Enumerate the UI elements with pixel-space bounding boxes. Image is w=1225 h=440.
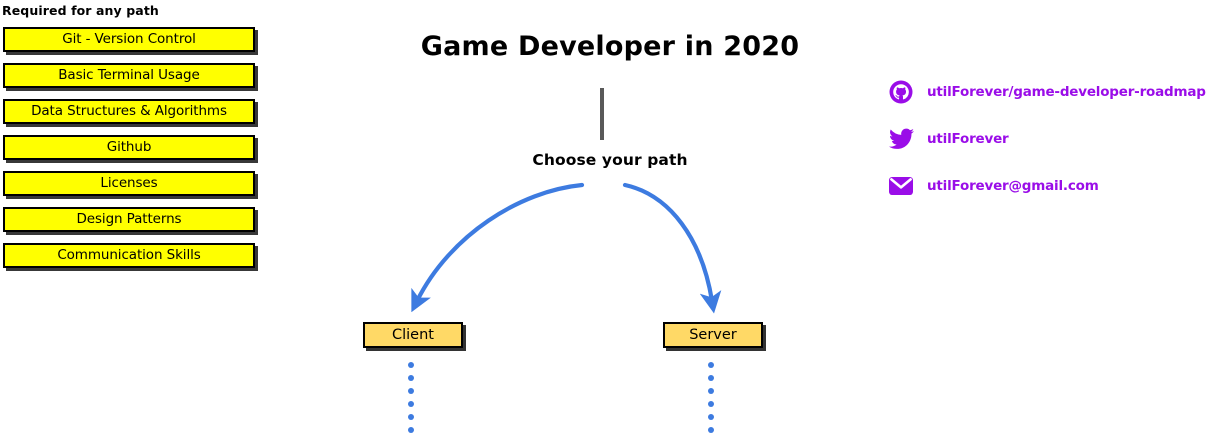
link-row-twitter[interactable]: utilForever <box>888 125 1225 153</box>
required-skill-item-communication-skills[interactable]: Communication Skills <box>3 243 255 268</box>
required-skill-item-github[interactable]: Github <box>3 135 255 160</box>
trail-dot <box>708 401 714 407</box>
arrow-to-server <box>622 182 722 314</box>
trail-dot <box>708 427 714 433</box>
branch-arrows <box>411 182 722 314</box>
github-icon <box>888 79 914 105</box>
required-skill-label: Design Patterns <box>76 210 182 227</box>
required-skill-label: Licenses <box>100 174 158 191</box>
contact-links-section: utilForever/game-developer-roadmap utilF… <box>888 78 1225 219</box>
email-link-text: utilForever@gmail.com <box>927 178 1099 194</box>
required-skill-item-terminal[interactable]: Basic Terminal Usage <box>3 63 255 88</box>
email-icon <box>888 173 914 199</box>
arrow-to-client <box>411 182 585 313</box>
title-stem-connector <box>600 88 604 140</box>
twitter-icon <box>888 126 914 152</box>
twitter-link-text: utilForever <box>927 131 1009 147</box>
trail-dot <box>708 414 714 420</box>
branch-box-label: Client <box>392 326 434 343</box>
required-skill-label: Basic Terminal Usage <box>58 66 200 83</box>
required-for-any-path-section: Required for any path Git - Version Cont… <box>0 0 275 279</box>
trail-dot <box>408 388 414 394</box>
github-link-text: utilForever/game-developer-roadmap <box>927 84 1206 100</box>
choose-your-path-label: Choose your path <box>532 151 688 169</box>
trail-dot <box>408 414 414 420</box>
required-skill-label: Git - Version Control <box>62 30 196 47</box>
required-skill-label: Communication Skills <box>57 246 201 263</box>
required-skill-label: Github <box>106 138 152 155</box>
required-skill-item-data-structures[interactable]: Data Structures & Algorithms <box>3 99 255 124</box>
required-skill-label: Data Structures & Algorithms <box>31 102 227 119</box>
trail-dot <box>408 401 414 407</box>
trail-dot <box>708 362 714 368</box>
branch-box-server[interactable]: Server <box>663 322 763 348</box>
required-skill-item-licenses[interactable]: Licenses <box>3 171 255 196</box>
required-skill-list: Git - Version Control Basic Terminal Usa… <box>0 27 275 268</box>
required-skill-item-git[interactable]: Git - Version Control <box>3 27 255 52</box>
branch-box-label: Server <box>689 326 737 343</box>
server-continuation-dots <box>708 362 715 440</box>
trail-dot <box>408 362 414 368</box>
trail-dot <box>408 427 414 433</box>
link-row-email[interactable]: utilForever@gmail.com <box>888 172 1225 200</box>
trail-dot <box>708 375 714 381</box>
trail-dot <box>708 388 714 394</box>
required-skill-item-design-patterns[interactable]: Design Patterns <box>3 207 255 232</box>
page-title: Game Developer in 2020 <box>420 31 800 62</box>
required-section-heading: Required for any path <box>2 3 159 18</box>
trail-dot <box>408 375 414 381</box>
client-continuation-dots <box>408 362 415 440</box>
link-row-github[interactable]: utilForever/game-developer-roadmap <box>888 78 1225 106</box>
roadmap-center-section: Game Developer in 2020 Choose your path … <box>330 0 890 438</box>
branch-box-client[interactable]: Client <box>363 322 463 348</box>
